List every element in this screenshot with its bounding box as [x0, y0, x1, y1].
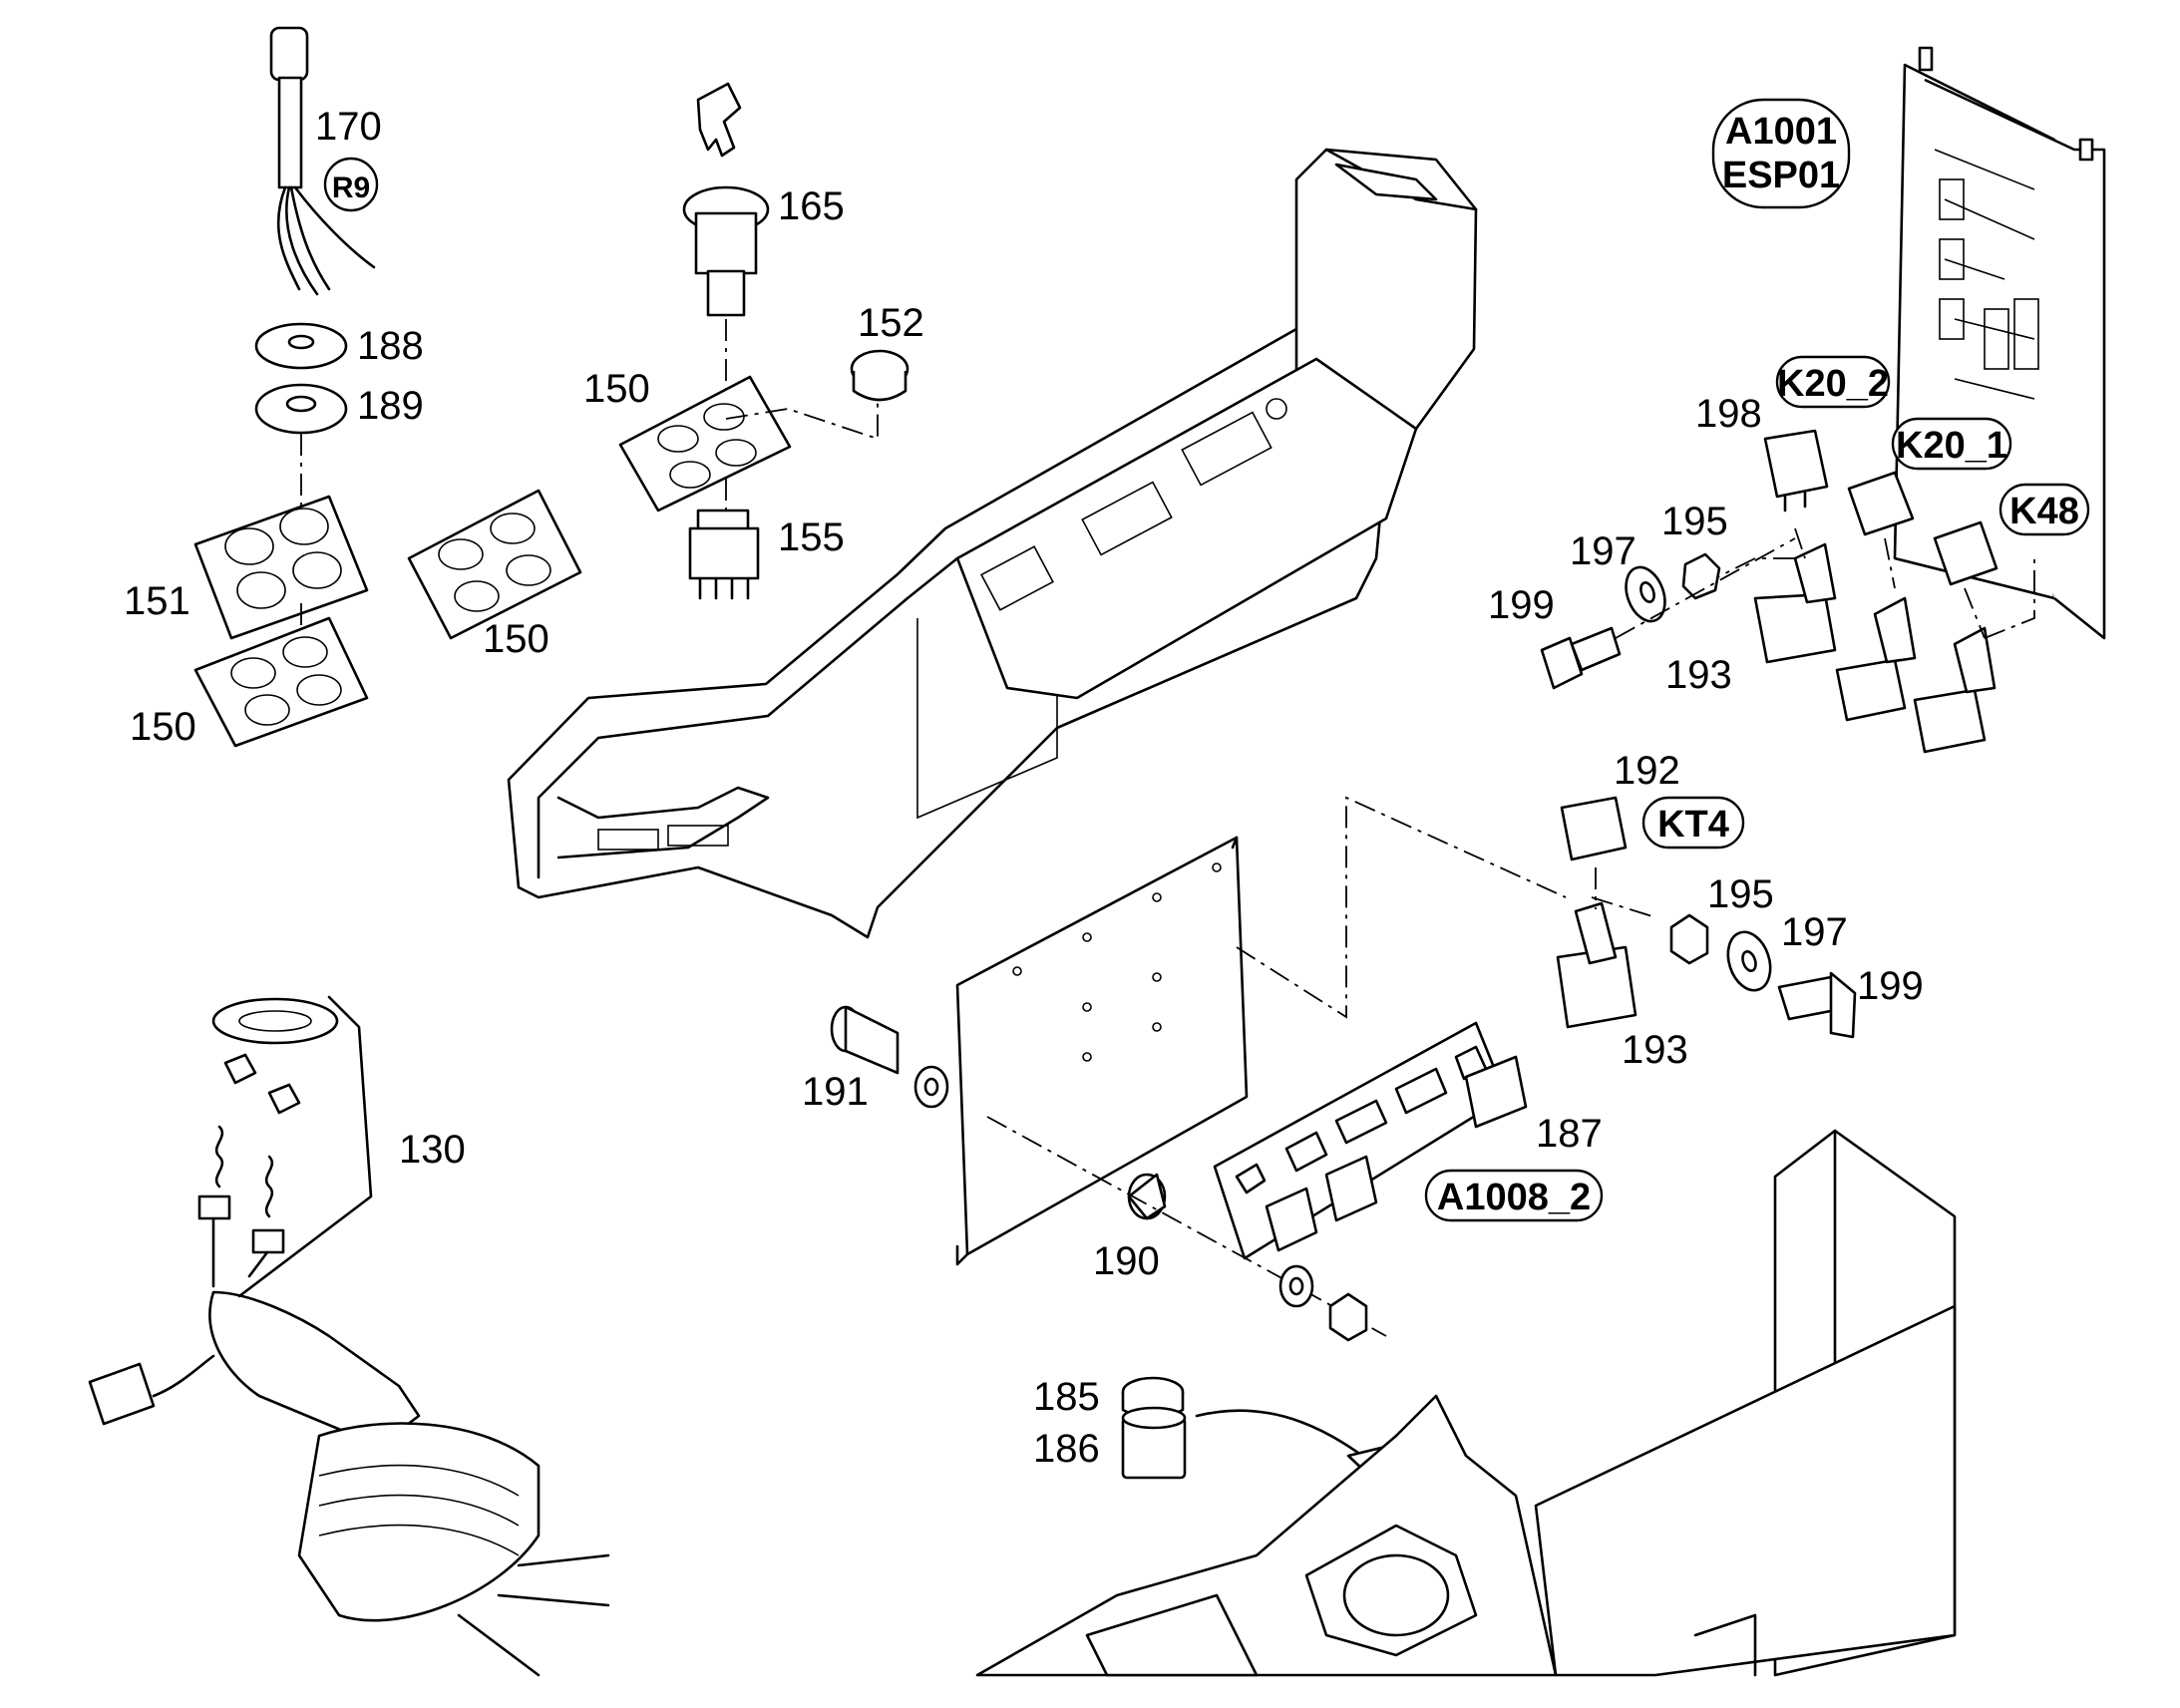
svg-text:KT4: KT4	[1657, 804, 1729, 846]
tag-kt4: KT4	[1641, 796, 1745, 850]
label-195-top: 195	[1661, 500, 1728, 543]
part-198-relay	[1763, 429, 1829, 512]
socket-k48	[1913, 626, 1997, 754]
label-130: 130	[399, 1128, 466, 1172]
label-199-bottom: 199	[1857, 964, 1924, 1008]
part-195-nut-bottom	[1669, 913, 1709, 965]
part-197-washer-bottom	[1726, 930, 1772, 992]
part-199-bolt-bottom	[1777, 971, 1857, 1039]
label-150-middle: 150	[483, 617, 549, 661]
label-189: 189	[357, 384, 424, 428]
label-170: 170	[315, 105, 382, 149]
part-150-plate-top	[618, 375, 792, 512]
socket-k20-1	[1835, 596, 1917, 722]
mounting-plate	[955, 836, 1249, 1266]
label-191: 191	[802, 1070, 869, 1114]
part-188-washer	[254, 322, 348, 370]
label-192: 192	[1614, 749, 1680, 793]
svg-text:R9: R9	[332, 171, 370, 204]
part-190-spacer	[1127, 1173, 1167, 1220]
label-150-top: 150	[583, 367, 650, 411]
tag-a1008-2: A1008_2	[1424, 1169, 1604, 1222]
part-152-cap	[850, 349, 909, 402]
relay-k20-1	[1847, 471, 1915, 536]
washer-191	[913, 1065, 949, 1109]
part-199-bolt-top	[1540, 626, 1622, 690]
part-130-joystick	[88, 995, 610, 1677]
part-193-socket-b	[1556, 901, 1637, 1029]
part-155-switch	[688, 509, 760, 600]
tag-k48: K48	[1998, 483, 2090, 536]
part-193-socket-a	[1753, 542, 1837, 664]
lower-console	[975, 1129, 1957, 1677]
label-199-top: 199	[1488, 583, 1555, 627]
part-165-key-switch	[682, 82, 770, 317]
nut-190	[1328, 1292, 1368, 1342]
tag-r9: R9	[323, 157, 379, 212]
label-197-top: 197	[1570, 529, 1636, 573]
label-150-left: 150	[130, 705, 196, 749]
label-185: 185	[1033, 1375, 1100, 1419]
label-190: 190	[1093, 1239, 1160, 1283]
svg-text:A1001: A1001	[1725, 111, 1837, 153]
part-170-potentiometer	[269, 26, 376, 296]
part-192-relay	[1560, 796, 1628, 861]
tag-k20-2: K20_2	[1775, 355, 1891, 409]
label-198: 198	[1695, 392, 1762, 436]
part-150-plate-middle	[407, 489, 582, 640]
svg-text:A1008_2: A1008_2	[1437, 1177, 1591, 1218]
svg-text:K20_2: K20_2	[1777, 363, 1889, 405]
label-186: 186	[1033, 1427, 1100, 1471]
washer-190	[1278, 1264, 1314, 1308]
label-155: 155	[778, 515, 845, 559]
svg-text:K20_1: K20_1	[1896, 425, 2007, 467]
tag-k20-1: K20_1	[1891, 417, 2012, 471]
svg-text:K48: K48	[2009, 491, 2079, 532]
label-151: 151	[124, 579, 190, 623]
label-195-bottom: 195	[1707, 872, 1774, 916]
part-197-washer-top	[1625, 565, 1666, 623]
label-188: 188	[357, 324, 424, 368]
part-150-plate-left	[193, 616, 369, 748]
part-195-nut-top	[1681, 552, 1721, 600]
label-165: 165	[778, 184, 845, 228]
part-151-switch-plate	[193, 495, 369, 640]
part-189-washer	[254, 383, 348, 435]
tag-a1001-esp01: A1001 ESP01	[1711, 98, 1851, 209]
label-193-top: 193	[1665, 653, 1732, 697]
label-197-bottom: 197	[1781, 910, 1848, 954]
label-187: 187	[1536, 1112, 1603, 1156]
label-152: 152	[858, 301, 924, 345]
control-unit-a1001-board	[1893, 46, 2106, 640]
console-housing	[507, 148, 1478, 939]
part-187-relay-board	[1213, 1021, 1528, 1260]
part-191-bolt	[830, 1005, 900, 1075]
part-186-sleeve	[1121, 1406, 1187, 1480]
svg-text:ESP01: ESP01	[1722, 155, 1840, 196]
label-193-bottom: 193	[1622, 1028, 1688, 1072]
relay-k48	[1933, 520, 1998, 586]
